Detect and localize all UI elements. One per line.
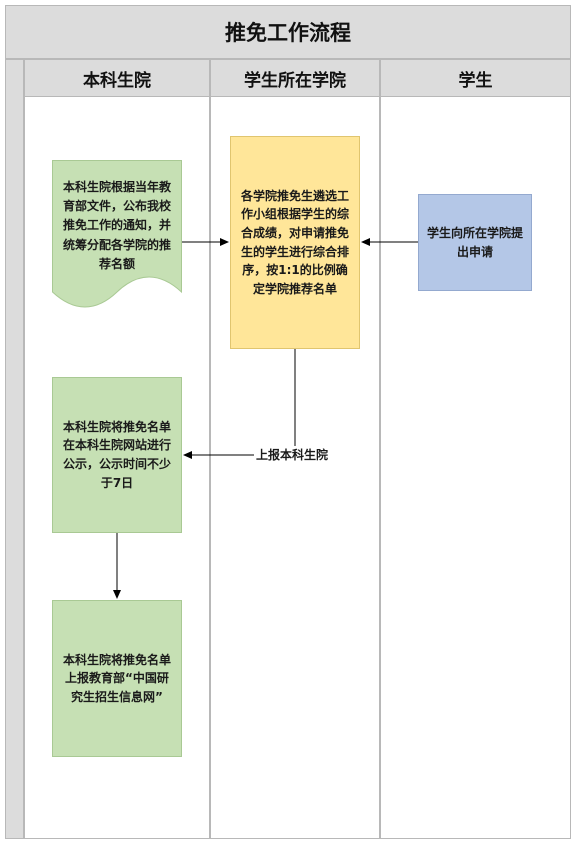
node-notice: 本科生院根据当年教育部文件，公布我校推免工作的通知，并统筹分配各学院的推荐名额 <box>62 180 171 271</box>
edge-label-report: 上报本科生院 <box>254 446 331 463</box>
pool-side-strip <box>5 59 24 839</box>
node-apply: 学生向所在学院提出申请 <box>418 194 532 291</box>
arrow-select-to-publicity <box>183 349 296 459</box>
flowchart-title: 推免工作流程 <box>5 5 571 59</box>
node-notice-shape <box>52 160 182 308</box>
lane-header-college: 学生所在学院 <box>210 59 380 97</box>
node-publicity: 本科生院将推免名单在本科生院网站进行公示，公示时间不少于7日 <box>52 377 182 533</box>
lane-header-student: 学生 <box>380 59 571 97</box>
node-select: 各学院推免生遴选工作小组根据学生的综合成绩，对申请推免生的学生进行综合排序，按1… <box>230 136 360 349</box>
node-report: 本科生院将推免名单上报教育部“中国研究生招生信息网” <box>52 600 182 757</box>
lane-header-undergrad-school: 本科生院 <box>24 59 210 97</box>
